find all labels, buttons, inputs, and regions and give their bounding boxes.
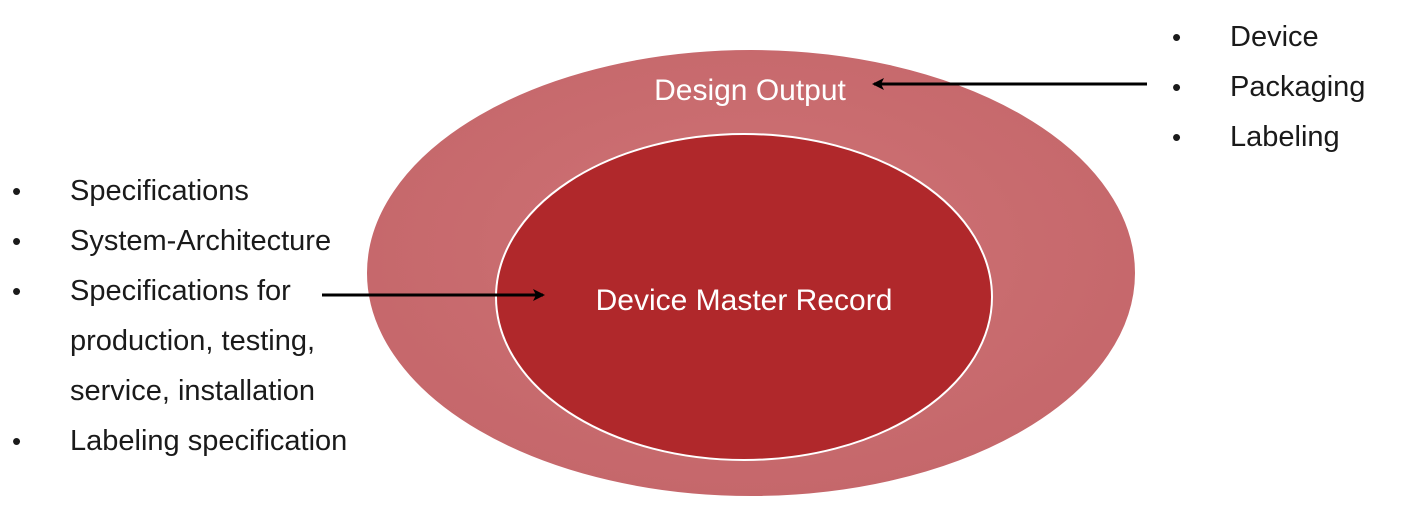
right-bullet-list: Device Packaging Labeling (1172, 12, 1402, 162)
design-output-label: Design Output (654, 74, 846, 107)
list-item-production-specs: Specifications for production, testing, … (12, 266, 370, 416)
list-item-packaging: Packaging (1172, 62, 1402, 112)
list-item-device: Device (1172, 12, 1402, 62)
list-item-labeling-specification: Labeling specification (12, 416, 372, 466)
list-item-labeling: Labeling (1172, 112, 1402, 162)
device-master-record-label: Device Master Record (596, 284, 893, 317)
device-master-record-ellipse (495, 133, 993, 461)
list-item-specifications: Specifications (12, 166, 372, 216)
list-item-system-architecture: System-Architecture (12, 216, 372, 266)
left-bullet-list: Specifications System-Architecture Speci… (12, 166, 372, 466)
